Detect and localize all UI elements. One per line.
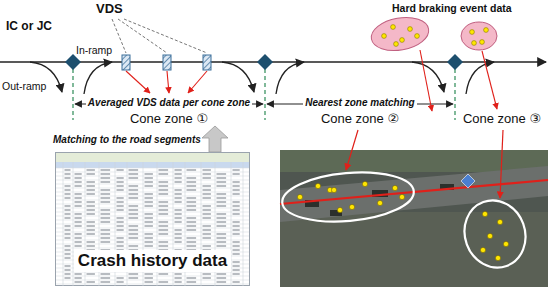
- matching-arrow: [202, 126, 228, 152]
- zone-label: Cone zone ①: [130, 112, 208, 127]
- zone-match-arrow: [420, 50, 497, 111]
- panel-heading: Matching to the road segments: [53, 134, 201, 146]
- photo-match-arrow: [346, 130, 503, 198]
- zone-label: Cone zone ③: [463, 112, 541, 127]
- detector-label: VDS: [96, 2, 123, 17]
- zone-method-label: Averaged VDS data per cone zone: [86, 97, 252, 109]
- interchange-label: IC or JC: [6, 20, 52, 34]
- spreadsheet-panel: Matching to the road segmentsCrash histo…: [55, 152, 250, 286]
- interchange-diamond: [65, 54, 463, 70]
- satellite-image: [280, 150, 548, 287]
- data-source-label: Hard braking event data: [392, 2, 512, 14]
- zone-label: Cone zone ②: [321, 112, 399, 127]
- zone-method-label: Nearest zone matching: [303, 97, 416, 109]
- ramp-label: Out-ramp: [2, 80, 46, 92]
- ramp-label: In-ramp: [76, 44, 112, 56]
- braking-cluster: [369, 13, 497, 55]
- vds-leader: [112, 19, 207, 53]
- averaging-arrow: [126, 71, 207, 93]
- panel-title: Crash history data: [74, 250, 231, 272]
- vds-detector: [122, 55, 211, 70]
